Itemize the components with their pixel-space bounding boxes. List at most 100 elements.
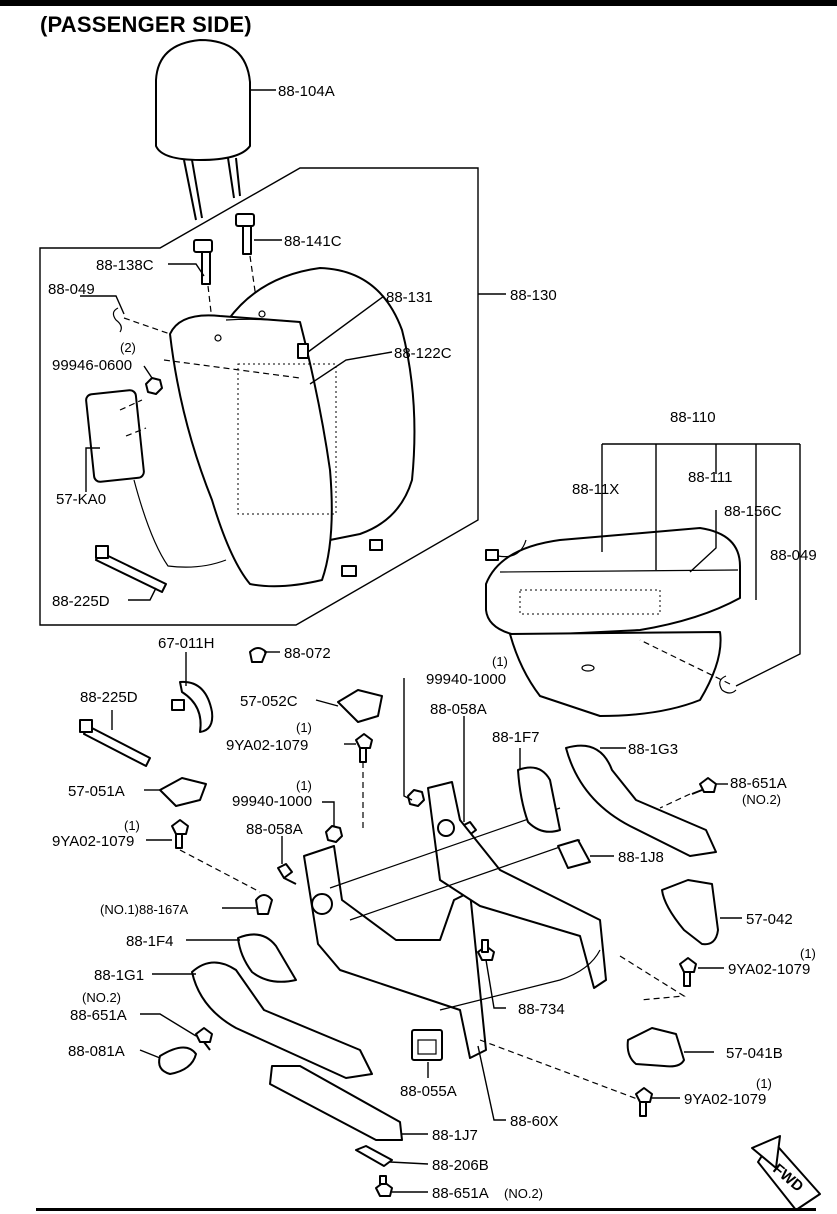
callout-57-051A: 57-051A: [68, 783, 125, 800]
callout-88-206B: 88-206B: [432, 1157, 489, 1174]
callout-qty-1-d: (1): [124, 818, 140, 833]
callout-qty-1-b: (1): [296, 720, 312, 735]
seat-frame-88-60X: [303, 781, 607, 1059]
bolt-9YA02-1079-d: [635, 1087, 653, 1117]
headrest-88-104A: [155, 39, 251, 221]
callout-88-651A-b: 88-651A: [70, 1007, 127, 1024]
clip-88-167A: [255, 894, 273, 915]
callout-88-1F4: 88-1F4: [126, 933, 174, 950]
bolt-9YA02-1079-a: [355, 733, 373, 763]
bolt-dash-c: [659, 793, 691, 809]
headrest-guide-88-141C: [235, 213, 255, 255]
bracket-88-110: [601, 443, 801, 600]
connector-b: [369, 539, 383, 551]
strap-67-011H: [171, 680, 214, 733]
headrest-guide-88-138C: [193, 239, 213, 285]
callout-88-225D-a: 88-225D: [52, 593, 110, 610]
seatback-88-130: [169, 267, 416, 588]
trim-88-1G3: [565, 744, 717, 857]
diagram-title: (PASSENGER SIDE): [40, 12, 252, 37]
callout-88-1J8: 88-1J8: [618, 849, 664, 866]
callout-57-042: 57-042: [746, 911, 793, 928]
callout-88-225D-b: 88-225D: [80, 689, 138, 706]
callout-qty-1-a: (1): [492, 654, 508, 669]
callout-88-104A: 88-104A: [278, 83, 335, 100]
airbag-57-KA0: [85, 389, 227, 568]
callout-88-122C: 88-122C: [394, 345, 452, 362]
cover-88-1F7: [517, 766, 561, 833]
callout-57-KA0: 57-KA0: [56, 491, 106, 508]
callout-88-131: 88-131: [386, 289, 433, 306]
seat-cushion-88-110: [485, 527, 741, 717]
bottom-border: [36, 1208, 816, 1211]
block-88-055A: [411, 1029, 443, 1061]
callout-88-081A: 88-081A: [68, 1043, 125, 1060]
callout-88-110: 88-110: [670, 409, 716, 426]
cable-tie-88-225D-a: [95, 545, 167, 593]
bolt-88-734: [477, 939, 495, 961]
callout-88-734: 88-734: [518, 1001, 565, 1018]
callout-qty-2: (2): [120, 340, 136, 355]
bolt-dash-d: [619, 955, 686, 1001]
callout-qty-1-f: (1): [756, 1076, 772, 1091]
callout-88-1J7: 88-1J7: [432, 1127, 478, 1144]
cover-88-1J8: [557, 839, 591, 869]
clip-dash-a: [123, 317, 171, 335]
cover-57-051A: [159, 777, 207, 807]
nut-99946-0600: [145, 377, 163, 395]
cover-88-1F4: [237, 933, 297, 983]
rail-trim-88-1J7: [269, 1065, 403, 1141]
leader-88-111: [689, 510, 717, 573]
callout-67-011H: 67-011H: [158, 635, 214, 652]
callout-88-167A: (NO.1)88-167A: [100, 902, 188, 917]
callout-88-058A-a: 88-058A: [430, 701, 487, 718]
bolt-88-651A-a: [691, 777, 717, 795]
callout-88-1F7: 88-1F7: [492, 729, 540, 746]
callout-88-651A-c: 88-651A: [432, 1185, 489, 1202]
callout-57-041B: 57-041B: [726, 1045, 783, 1062]
callout-88-1G1: 88-1G1: [94, 967, 144, 984]
cover-57-042: [661, 879, 719, 946]
cushion-dash-a: [163, 359, 301, 379]
callout-no2-c: (NO.2): [504, 1186, 543, 1201]
callout-9YA02-1079-c: 9YA02-1079: [728, 961, 810, 978]
leader-lines: [80, 89, 801, 1193]
clip-88-049-a: [112, 307, 122, 333]
bolt-dash-e: [479, 1039, 641, 1101]
callout-57-052C: 57-052C: [240, 693, 298, 710]
bolt-9YA02-1079-b: [171, 819, 189, 849]
callout-88-60X: 88-60X: [510, 1113, 558, 1130]
plate-88-206B: [355, 1145, 393, 1167]
callout-99940-1000-a: 99940-1000: [426, 671, 506, 688]
bolt-9YA02-1079-c: [679, 957, 697, 987]
callout-99946-0600: 99946-0600: [52, 357, 132, 374]
callout-88-141C: 88-141C: [284, 233, 342, 250]
callout-no2-a: (NO.2): [742, 792, 781, 807]
callout-88-072: 88-072: [284, 645, 331, 662]
clip-88-072: [249, 647, 267, 663]
bolt-88-651A-b: [195, 1027, 213, 1051]
callout-9YA02-1079-b: 9YA02-1079: [52, 833, 134, 850]
callout-88-049-b: 88-049: [770, 547, 817, 564]
bolt-88-651A-c: [375, 1175, 393, 1197]
nut-99940-1000-b: [325, 825, 343, 843]
clip-88-049-b: [719, 675, 737, 694]
callout-88-130: 88-130: [510, 287, 557, 304]
trim-88-1G1: [191, 961, 373, 1079]
callout-9YA02-1079-a: 9YA02-1079: [226, 737, 308, 754]
callout-9YA02-1079-d: 9YA02-1079: [684, 1091, 766, 1108]
callout-88-049-a: 88-049: [48, 281, 95, 298]
cover-88-081A: [158, 1046, 197, 1075]
nut-99940-1000-a: [407, 789, 425, 807]
cable-tie-88-225D-b: [79, 719, 151, 767]
callout-88-055A: 88-055A: [400, 1083, 457, 1100]
callout-88-11X: 88-11X: [572, 481, 619, 498]
callout-88-111: 88-111: [688, 469, 732, 486]
bolt-dash-b: [179, 849, 261, 893]
seatback-group-frame: [39, 167, 479, 626]
callout-99940-1000-b: 99940-1000: [232, 793, 312, 810]
connector-a: [341, 565, 357, 577]
cover-57-041B: [626, 1027, 685, 1068]
callout-88-138C: 88-138C: [96, 257, 154, 274]
